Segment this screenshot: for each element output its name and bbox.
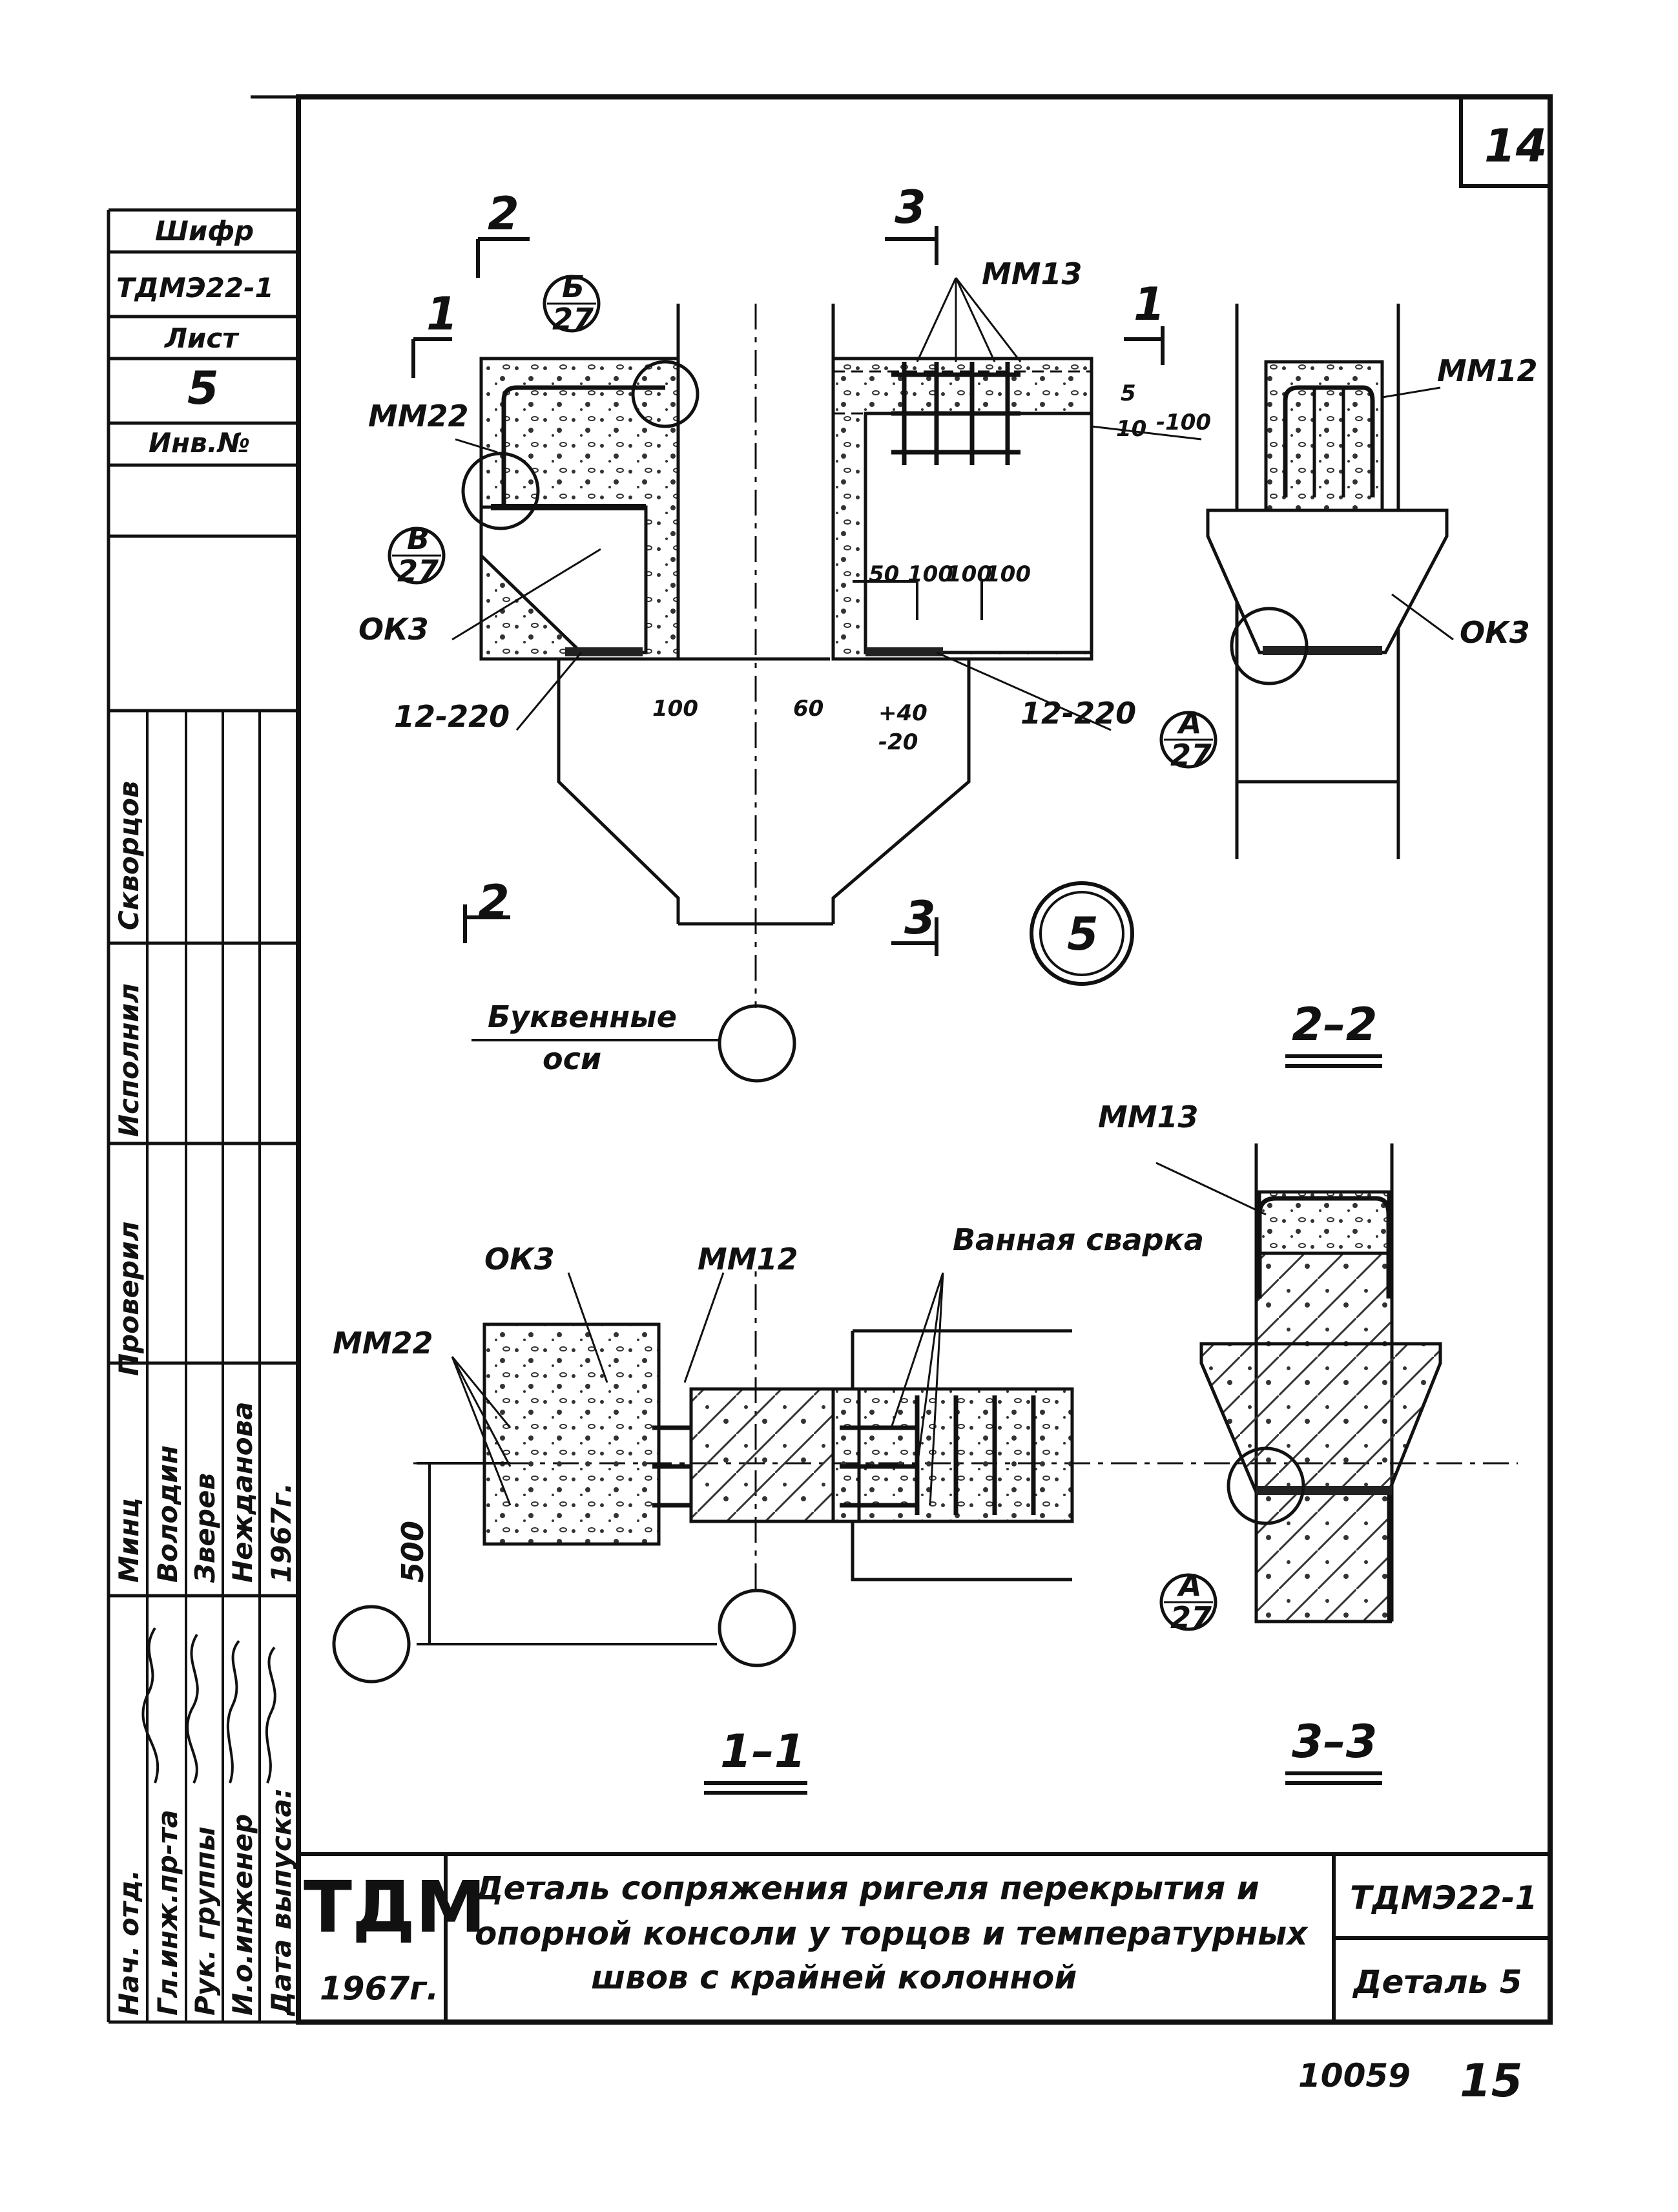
role-executed: Исполнил	[113, 983, 145, 1137]
callout-a-top-1: А	[1177, 705, 1202, 740]
section-title-1-1: 1–1	[720, 1725, 805, 1778]
side-stamp	[107, 208, 298, 2024]
label-mm13-top: ММ13	[982, 256, 1082, 291]
label-mm13-section: ММ13	[1098, 1100, 1199, 1134]
title-line-1: Деталь сопряжения ригеля перекрытия и	[473, 1870, 1259, 1907]
role-issue-date: Дата выпуска:	[265, 1788, 297, 2017]
label-mm22-top: ММ22	[368, 399, 469, 433]
cipher-value: ТДМЭ22-1	[116, 272, 274, 304]
elevation-view	[388, 226, 1202, 1083]
label-ok3-right: ОК3	[1460, 615, 1530, 650]
spacing-den: 10	[1116, 416, 1146, 442]
dim-50: 50	[869, 561, 899, 587]
section-mark-1-right: 1	[1134, 278, 1165, 331]
dim-100-b: 100	[946, 561, 992, 587]
signature-block: Нач. отд. Гл.инж.пр-та Рук. группы И.о.и…	[113, 781, 297, 2017]
title-line-3: швов с крайней колонной	[591, 1959, 1077, 1996]
label-mm22-plan: ММ22	[333, 1326, 433, 1361]
section-1-1	[332, 1266, 1518, 1684]
dim-500: 500	[395, 1521, 430, 1583]
section-2-2	[1159, 304, 1454, 859]
signatures-handwritten	[141, 1627, 276, 1784]
archive-number: 10059	[1298, 2057, 1411, 2094]
role-checked: Проверил	[113, 1222, 145, 1376]
section-title-3-3: 3–3	[1292, 1715, 1377, 1768]
label-weld-left: 12-220	[394, 699, 510, 734]
page-number-bottom: 15	[1460, 2054, 1522, 2107]
sheet-number-top: 14	[1484, 120, 1547, 172]
issue-year: 1967г.	[265, 1483, 297, 1583]
callout-a-top-2: А	[1177, 1568, 1202, 1603]
tolerance-plus: +40	[878, 700, 927, 726]
callout-v-bottom: 27	[397, 554, 439, 589]
section-mark-3-top: 3	[895, 181, 926, 234]
callout-b-top: Б	[562, 269, 585, 304]
org-year: 1967г.	[320, 1970, 439, 2007]
label-ok3-left: ОК3	[358, 612, 429, 647]
name-nezhdanova: Нежданова	[227, 1402, 258, 1583]
label-ok3-plan: ОК3	[484, 1242, 555, 1277]
name-zverev: Зверев	[189, 1473, 221, 1583]
doc-code: ТДМЭ22-1	[1350, 1879, 1537, 1917]
cipher-label: Шифр	[155, 215, 254, 247]
inv-label: Инв.№	[149, 427, 250, 459]
callout-a-bottom-2: 27	[1170, 1600, 1212, 1635]
label-weld-right: 12-220	[1020, 696, 1136, 731]
detail-circle-number: 5	[1067, 908, 1099, 961]
label-bath-weld: Ванная сварка	[953, 1222, 1204, 1257]
section-mark-2-top: 2	[488, 187, 519, 240]
elevation-labels: ММ22 ММ13 ОК3 12-220 12-220 5 10 -100 50…	[358, 181, 1211, 1076]
section-title-2-2: 2–2	[1292, 998, 1377, 1051]
tolerance-minus: -20	[878, 729, 918, 755]
label-mm12-plan: ММ12	[698, 1242, 798, 1277]
section-mark-1-left: 1	[426, 287, 458, 340]
label-mm12-top: ММ12	[1437, 353, 1538, 388]
role-chief-engineer: Гл.инж.пр-та	[152, 1810, 183, 2016]
dim-100-c: 100	[985, 561, 1031, 587]
name-mints: Минц	[113, 1498, 145, 1583]
detail-label: Деталь 5	[1352, 1963, 1522, 2001]
title-block	[298, 1852, 1550, 2022]
callout-v-top: В	[407, 521, 430, 556]
dim-100-left: 100	[652, 696, 698, 722]
section-mark-2-bottom: 2	[478, 875, 510, 928]
role-head: Нач. отд.	[113, 1870, 145, 2016]
sheet-value: 5	[187, 362, 219, 415]
spacing-val: -100	[1156, 410, 1211, 435]
underline-1-1	[704, 1781, 807, 1795]
org-logo: ТДМ	[304, 1866, 486, 1948]
callout-a-bottom-1: 27	[1170, 738, 1212, 773]
dim-60: 60	[793, 696, 823, 722]
title-line-2: опорной консоли у торцов и температурных	[475, 1915, 1309, 1952]
section-3-3	[1155, 1143, 1442, 1631]
dim-100-a: 100	[907, 561, 953, 587]
role-group-lead: Рук. группы	[189, 1826, 221, 2016]
role-engineer: И.о.инженер	[227, 1814, 258, 2016]
axes-label: оси	[543, 1041, 601, 1076]
underline-3-3	[1285, 1771, 1382, 1785]
spacing-num: 5	[1121, 381, 1136, 406]
sheet-frame	[251, 94, 1553, 2025]
name-skvortsov: Скворцов	[113, 781, 145, 930]
callout-b-bottom: 27	[552, 302, 594, 337]
underline-2-2	[1285, 1054, 1382, 1068]
letter-axes-label: Буквенные	[488, 999, 677, 1034]
section-mark-3-bottom: 3	[904, 892, 936, 944]
name-volodin: Володин	[152, 1445, 183, 1583]
sheet-label: Лист	[163, 322, 240, 354]
